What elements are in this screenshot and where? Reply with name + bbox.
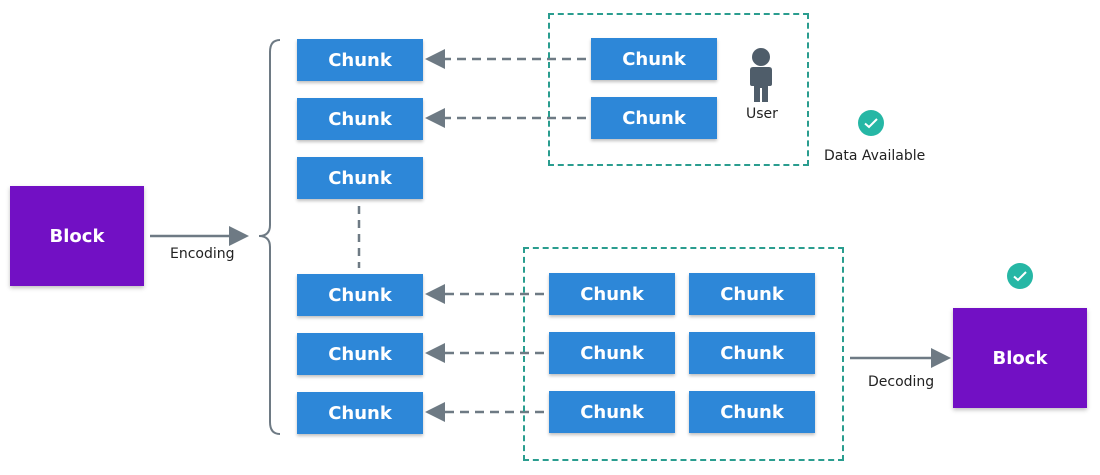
chunk: Chunk	[297, 274, 423, 316]
chunk: Chunk	[297, 392, 423, 434]
chunk: Chunk	[689, 332, 815, 374]
chunk-group-brace	[258, 39, 281, 435]
chunk: Chunk	[549, 391, 675, 433]
chunk: Chunk	[297, 39, 423, 81]
chunk: Chunk	[689, 391, 815, 433]
person-icon	[750, 48, 772, 102]
user-chunk-group	[548, 13, 809, 166]
result-block: Block	[953, 308, 1087, 408]
chunk: Chunk	[689, 273, 815, 315]
parity-chunk-group	[523, 247, 844, 461]
chunk: Chunk	[591, 38, 717, 80]
check-circle-icon	[858, 110, 884, 136]
check-circle-icon	[1007, 263, 1033, 289]
chunk: Chunk	[549, 273, 675, 315]
chunk: Chunk	[297, 157, 423, 199]
source-block: Block	[10, 186, 144, 286]
user-label: User	[746, 106, 778, 122]
encoding-label: Encoding	[170, 246, 235, 262]
chunk: Chunk	[297, 333, 423, 375]
chunk: Chunk	[549, 332, 675, 374]
decoding-label: Decoding	[868, 374, 935, 390]
chunk: Chunk	[591, 97, 717, 139]
data-available-label: Data Available	[824, 148, 926, 164]
chunk: Chunk	[297, 98, 423, 140]
